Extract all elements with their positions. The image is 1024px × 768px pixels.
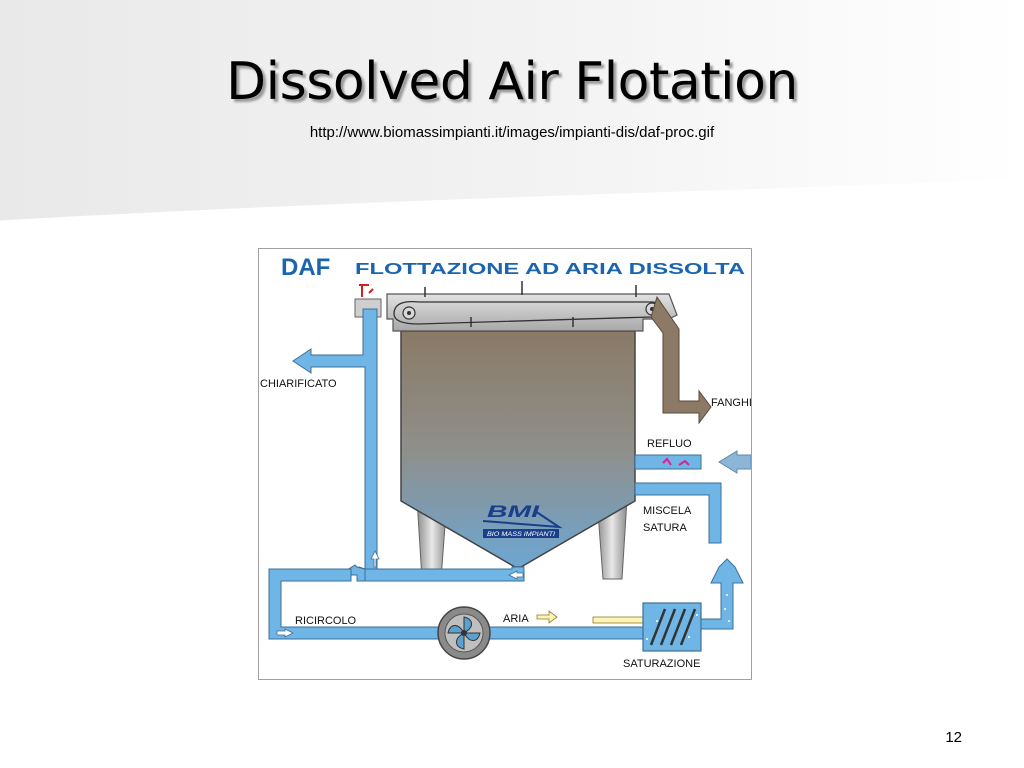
label-satura: SATURA — [643, 522, 687, 534]
source-url: http://www.biomassimpianti.it/images/imp… — [309, 124, 715, 141]
slide-title: Dissolved Air Flotation — [226, 52, 798, 112]
air-inlet — [536, 610, 644, 624]
label-ricircolo: RICIRCOLO — [295, 615, 357, 627]
daf-process-diagram: DAF FLOTTAZIONE AD ARIA DISSOLTA — [258, 248, 752, 680]
bmi-logo: BMI BIO MASS IMPIANTI — [482, 502, 563, 538]
label-chiarificato: CHIARIFICATO — [260, 378, 337, 390]
diagram-heading: DAF FLOTTAZIONE AD ARIA DISSOLTA — [281, 254, 746, 281]
label-refluo: REFLUO — [647, 438, 692, 450]
clarified-outlet — [292, 284, 382, 580]
saturated-mixture-pipe — [634, 482, 744, 630]
influent-inlet — [634, 450, 751, 474]
skimmer-hood — [386, 281, 678, 332]
saturation-vessel — [642, 602, 702, 652]
label-aria: ARIA — [503, 613, 529, 625]
slide-background — [0, 0, 1024, 224]
recirculation-piping — [268, 550, 644, 640]
page-number: 12 — [945, 729, 962, 746]
logo-caption: BIO MASS IMPIANTI — [487, 531, 555, 538]
heading-abbr: DAF — [281, 254, 330, 281]
label-miscela: MISCELA — [643, 505, 692, 517]
label-saturazione: SATURAZIONE — [623, 658, 700, 670]
heading-text: FLOTTAZIONE AD ARIA DISSOLTA — [355, 261, 746, 278]
sludge-chute — [650, 295, 712, 425]
diagram-labels: CHIARIFICATO FANGHI REFLUO MISCELA SATUR… — [260, 378, 752, 670]
label-fanghi: FANGHI — [711, 397, 752, 409]
logo-letters: BMI — [487, 502, 541, 521]
recirculation-pump — [437, 606, 491, 660]
